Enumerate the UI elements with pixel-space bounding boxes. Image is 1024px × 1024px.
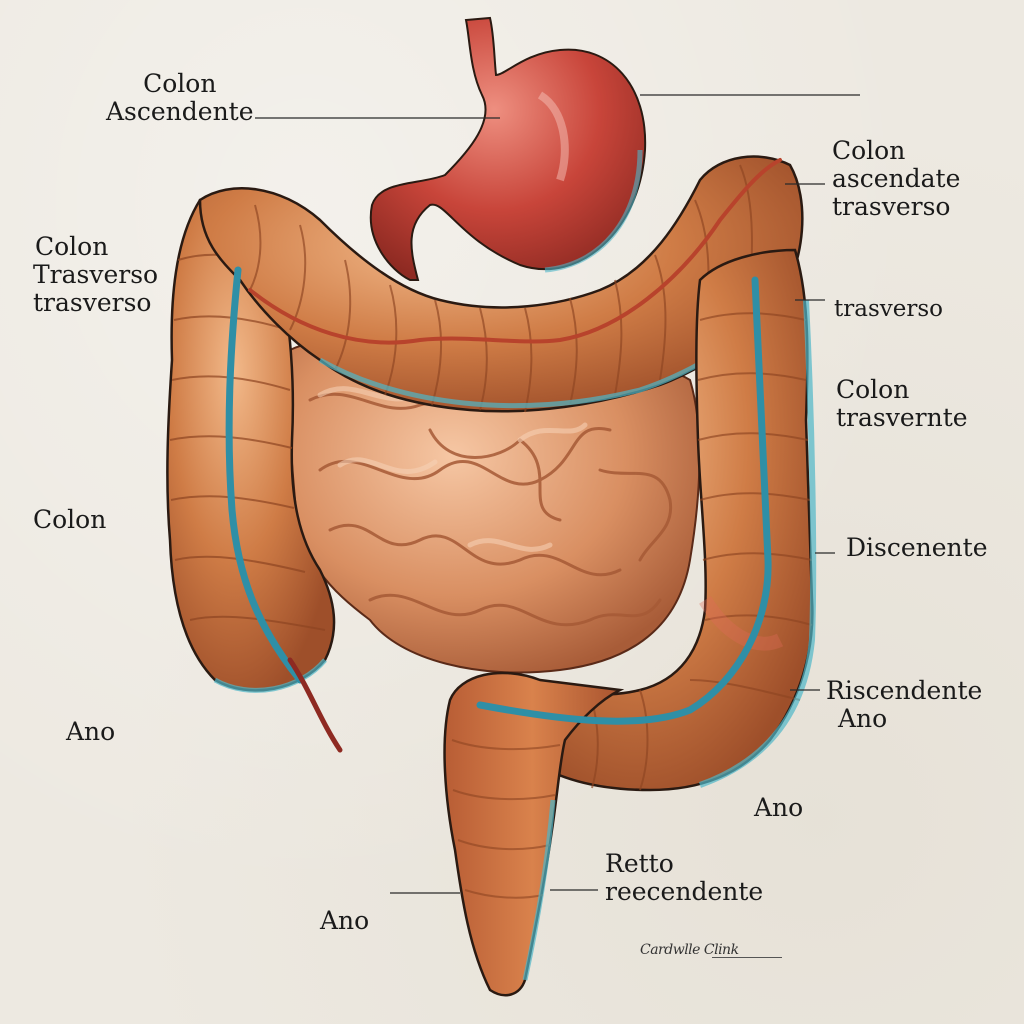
label-line: Ano — [754, 793, 804, 822]
label-line: trasverso — [832, 192, 951, 221]
red-vessel — [287, 657, 343, 753]
label-line: Discenente — [846, 533, 988, 562]
label-colon-trasvernte-right: Colon trasvernte — [836, 376, 968, 432]
label-line: trasverso — [33, 288, 152, 317]
label-line: Colon — [143, 69, 217, 98]
label-line: Riscendente — [826, 676, 983, 705]
label-line: Colon — [33, 505, 107, 534]
label-riscendente-ano: Riscendente Ano — [826, 677, 982, 733]
transverse-colon — [198, 155, 804, 413]
label-line: Ano — [838, 704, 888, 733]
label-line: reecendente — [605, 877, 764, 906]
descending-colon — [518, 248, 817, 792]
label-line: Ascendente — [106, 97, 254, 126]
label-ano-bottom: Ano — [320, 907, 369, 935]
label-retto: Retto reecendente — [605, 850, 763, 906]
leader-lines — [255, 94, 860, 894]
stomach — [369, 16, 647, 281]
label-line: ascendate — [832, 164, 961, 193]
label-colon-ascendate-right: Colon ascendate trasverso — [832, 137, 960, 221]
label-colon-trasverso-left: Colon Trasverso trasverso — [33, 233, 158, 317]
label-line: Ano — [320, 906, 370, 935]
artist-signature: Cardwlle Clink — [640, 942, 739, 958]
label-colon-ascendente-top-left: Colon Ascendente — [106, 70, 254, 126]
label-discenente: Discenente — [846, 534, 988, 562]
label-ano-left: Ano — [66, 718, 115, 746]
rectum — [443, 671, 625, 997]
label-line: Colon — [35, 232, 109, 261]
signature-underline — [712, 957, 782, 958]
blue-vessels — [225, 266, 772, 725]
label-colon-left: Colon — [33, 506, 106, 534]
label-line: Colon — [836, 375, 910, 404]
label-line: Trasverso — [33, 260, 159, 289]
label-line: Ano — [66, 717, 116, 746]
label-line: Colon — [832, 136, 906, 165]
label-line: trasvernte — [836, 403, 968, 432]
label-line: trasverso — [834, 296, 944, 322]
label-ano-right: Ano — [754, 794, 803, 822]
label-line: Retto — [605, 849, 674, 878]
label-trasverso-right: trasverso — [834, 296, 943, 322]
